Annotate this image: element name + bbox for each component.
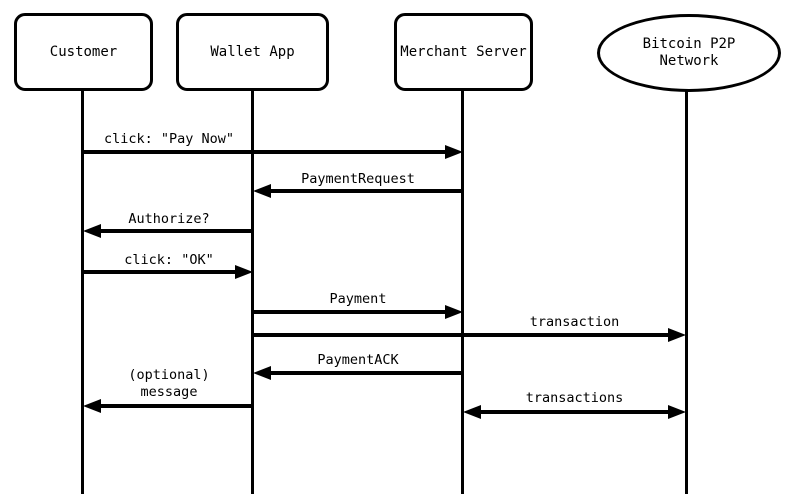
arrowhead-right <box>235 265 253 279</box>
lifeline-bitcoin-p2p-network <box>685 90 688 494</box>
actor-wallet-app-label: Wallet App <box>210 43 295 60</box>
message-line <box>269 371 463 375</box>
actor-wallet-app: Wallet App <box>176 13 329 91</box>
message-label-optional-message: (optional) message <box>128 367 210 400</box>
message-label-transactions: transactions <box>525 390 624 406</box>
arrowhead-right <box>668 405 686 419</box>
message-label-payment: Payment <box>329 291 387 307</box>
actor-bitcoin-p2p-network: Bitcoin P2P Network <box>597 14 781 92</box>
lifeline-wallet-app <box>251 90 254 494</box>
actor-merchant-server-label: Merchant Server <box>400 43 527 60</box>
arrowhead-left <box>463 405 481 419</box>
message-line <box>253 333 670 337</box>
arrowhead-left <box>253 366 271 380</box>
message-label-transaction: transaction <box>529 314 620 330</box>
message-line <box>83 270 237 274</box>
arrowhead-left <box>83 399 101 413</box>
lifeline-merchant-server <box>461 90 464 494</box>
message-label-authorize: Authorize? <box>128 211 210 227</box>
arrowhead-right <box>445 305 463 319</box>
arrowhead-left <box>253 184 271 198</box>
message-line <box>479 410 670 414</box>
actor-bitcoin-p2p-network-label: Bitcoin P2P Network <box>642 36 736 69</box>
message-label-click-pay-now: click: "Pay Now" <box>103 131 235 147</box>
message-label-click-ok: click: "OK" <box>124 252 214 268</box>
message-label-paymentrequest: PaymentRequest <box>301 171 415 187</box>
arrowhead-left <box>83 224 101 238</box>
message-line <box>83 150 447 154</box>
message-label-paymentack: PaymentACK <box>317 352 399 368</box>
arrowhead-right <box>668 328 686 342</box>
arrowhead-right <box>445 145 463 159</box>
lifeline-customer <box>81 90 84 494</box>
actor-customer-label: Customer <box>49 43 118 60</box>
message-line <box>253 310 447 314</box>
actor-customer: Customer <box>14 13 153 91</box>
message-line <box>99 229 253 233</box>
message-line <box>99 404 253 408</box>
actor-merchant-server: Merchant Server <box>394 13 533 91</box>
message-line <box>269 189 463 193</box>
